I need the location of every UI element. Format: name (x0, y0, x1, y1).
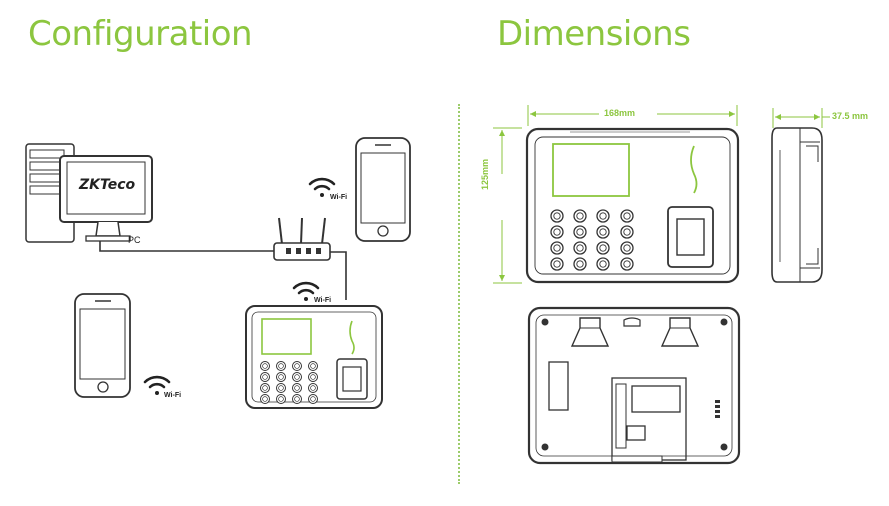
depth-dimension-label: 37.5 mm (832, 111, 869, 121)
wifi-label: Wi-Fi (330, 194, 348, 201)
device-front-view (525, 127, 740, 284)
wifi-icon (292, 281, 320, 301)
wifi-label: Wi-Fi (164, 392, 182, 399)
pc-label: PC (128, 235, 141, 245)
height-dimension-label: 125mm (480, 158, 490, 190)
wifi-icon (143, 375, 171, 395)
device-side-view (771, 127, 823, 283)
pc-computer-icon (25, 143, 153, 243)
width-dimension-label: 168mm (604, 108, 636, 118)
wifi-icon (308, 177, 336, 197)
section-divider (458, 104, 460, 484)
wifi-label: Wi-Fi (314, 297, 332, 304)
dimensions-heading: Dimensions (497, 14, 691, 54)
brand-logo: ZKTeco (79, 177, 136, 193)
attendance-device-icon (245, 305, 383, 409)
dimension-lines (493, 105, 830, 284)
smartphone-icon (74, 293, 131, 398)
configuration-heading: Configuration (28, 14, 253, 54)
device-back-view (527, 306, 741, 465)
router-icon (273, 217, 331, 261)
network-cables (99, 241, 347, 300)
smartphone-icon (355, 137, 411, 242)
